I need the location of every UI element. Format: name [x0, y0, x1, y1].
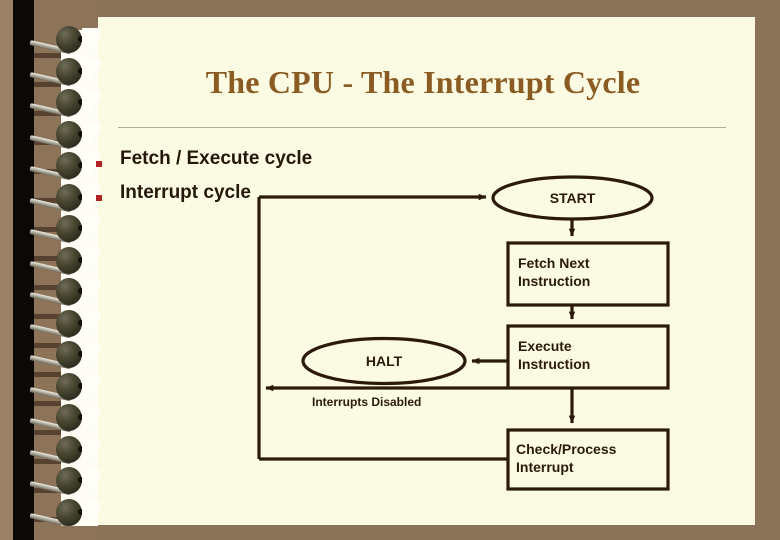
bullet-label: Interrupt cycle [120, 182, 251, 203]
binding-ring [29, 24, 100, 58]
binding-ring [29, 371, 100, 405]
node-start-shape [491, 175, 654, 221]
binding-ring-tip [78, 445, 84, 452]
binding-ring-tip [78, 162, 84, 168]
binding-notch [0, 444, 13, 470]
binding-notch [0, 384, 13, 410]
binding-notches [0, 0, 20, 540]
binding-ring-bead [56, 435, 82, 463]
binding-rings [29, 0, 110, 540]
list-item: Interrupt cycle [96, 182, 436, 216]
binding-notch [0, 534, 13, 540]
binding-ring-tip [78, 414, 84, 420]
node-execute-shape [506, 324, 670, 390]
binding-ring-bead [56, 215, 82, 242]
binding-notch [0, 264, 13, 290]
page-title: The CPU - The Interrupt Cycle [205, 64, 641, 100]
binding-ring [29, 465, 100, 499]
binding-notch [0, 474, 13, 500]
binding-ring-bead [56, 309, 82, 337]
binding-ring-tip [78, 477, 84, 483]
bullet-label: Fetch / Execute cycle [120, 148, 313, 169]
binding-ring-tip [78, 67, 84, 74]
binding-ring-bead [56, 89, 82, 116]
binding-ring-bead [56, 372, 82, 400]
binding-ring-bead [56, 57, 82, 85]
binding-ring-bead [56, 246, 82, 274]
binding-notch [0, 504, 13, 530]
binding-ring-bead [56, 498, 82, 526]
node-fetch-shape [506, 241, 670, 307]
binding-ring-bead [56, 467, 82, 494]
binding-top-cap [34, 0, 98, 30]
binding-notch [0, 174, 13, 200]
binding-ring-tip [78, 225, 84, 231]
binding-ring-bead [56, 404, 82, 431]
binding-ring-tip [78, 99, 84, 105]
binding-notch [0, 414, 13, 440]
binding-black-strip [13, 0, 34, 540]
binding-ring-tip [78, 36, 84, 42]
binding-ring [29, 150, 100, 184]
binding-notch [0, 354, 13, 380]
binding-notch [0, 294, 13, 320]
node-halt-shape [301, 336, 467, 386]
bullet-square-icon [96, 195, 102, 201]
binding-notch [0, 324, 13, 350]
binding-ring-tip [78, 193, 84, 200]
binding-ring [29, 245, 100, 279]
node-check-shape [506, 428, 670, 491]
binding-ring-bead [56, 152, 82, 179]
list-item: Fetch / Execute cycle [96, 148, 436, 182]
binding-notch [0, 54, 13, 80]
binding-notch [0, 0, 13, 20]
binding-ring-tip [78, 351, 84, 357]
binding-ring-bead [56, 183, 82, 211]
binding-ring-tip [78, 319, 84, 326]
binding-ring-tip [78, 288, 84, 294]
edge-label-interrupts-disabled: Interrupts Disabled [312, 395, 422, 409]
binding-ring [29, 182, 100, 216]
binding-notch [0, 114, 13, 140]
binding-ring-bead [56, 120, 82, 148]
binding-notch [0, 234, 13, 260]
binding-ring [29, 497, 100, 531]
binding-ring [29, 339, 100, 373]
binding-ring-tip [78, 256, 84, 263]
binding-ring-tip [78, 508, 84, 515]
binding-ring-tip [78, 130, 84, 137]
binding-notch [0, 204, 13, 230]
title-divider [118, 127, 726, 128]
slide-page-background [88, 17, 755, 525]
binding-ring-tip [78, 382, 84, 389]
binding-notch [0, 84, 13, 110]
binding-notch [0, 24, 13, 50]
binding-notch [0, 144, 13, 170]
bullet-square-icon [96, 161, 102, 167]
binding-ring [29, 213, 100, 247]
binding-ring-bead [56, 341, 82, 368]
binding-ring-bead [56, 26, 82, 53]
binding-ring-bead [56, 278, 82, 305]
bullet-list: Fetch / Execute cycle Interrupt cycle [96, 148, 436, 216]
